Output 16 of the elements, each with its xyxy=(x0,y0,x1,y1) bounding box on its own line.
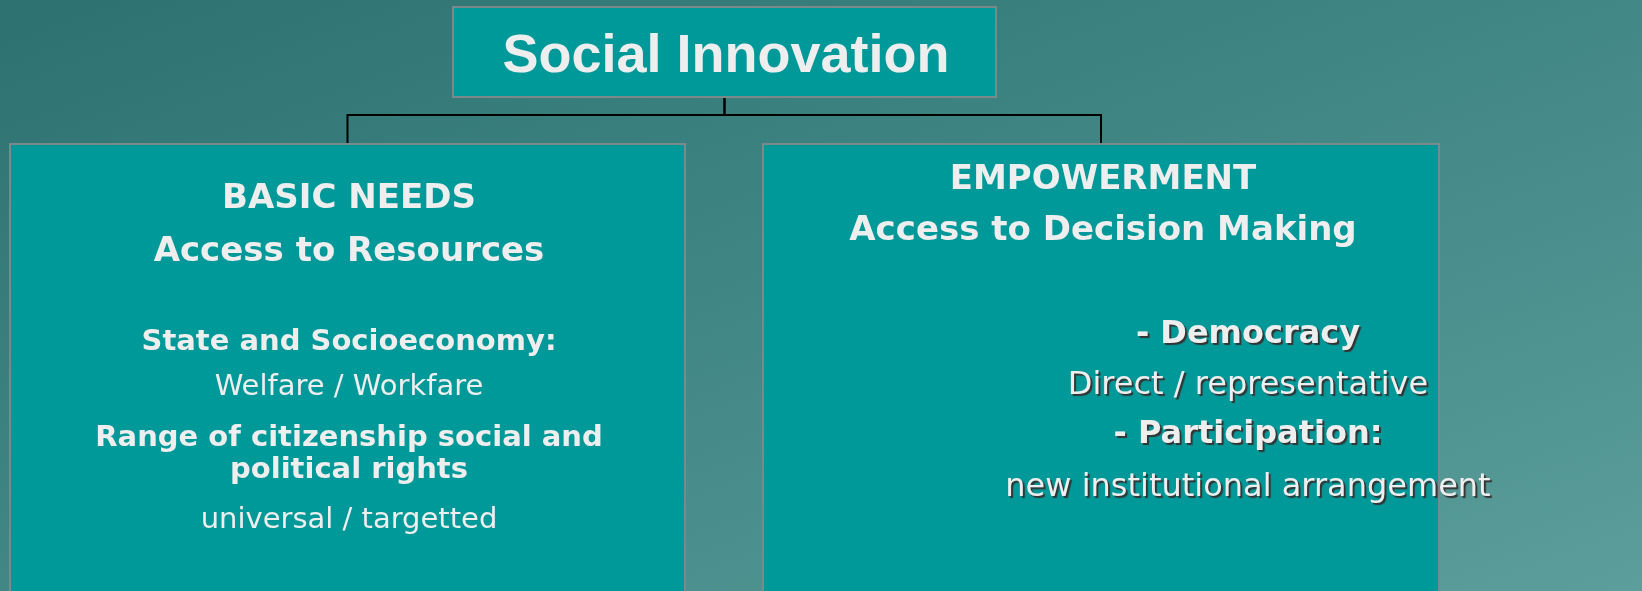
topic-heading: State and Socioeconomy: xyxy=(141,325,557,357)
topic-heading: Range of citizenship social and political rights xyxy=(94,421,604,485)
topic-text: new institutional arrangement xyxy=(1005,468,1491,504)
box-heading: EMPOWERMENT xyxy=(949,159,1257,197)
category-box xyxy=(9,143,686,591)
topic-text: Welfare / Workfare xyxy=(214,370,484,402)
box-heading: Access to Decision Making xyxy=(849,210,1357,248)
title-box xyxy=(452,6,997,98)
connector-line xyxy=(723,97,1102,144)
topic-heading: - Democracy xyxy=(1135,315,1361,351)
node-label: Social Innovation xyxy=(502,24,950,84)
topic-heading: - Participation: xyxy=(1113,415,1383,451)
box-heading: Access to Resources xyxy=(153,231,545,269)
topic-text: Direct / representative xyxy=(1067,366,1429,402)
box-heading: BASIC NEEDS xyxy=(222,178,476,216)
topic-text: universal / targetted xyxy=(200,503,498,535)
